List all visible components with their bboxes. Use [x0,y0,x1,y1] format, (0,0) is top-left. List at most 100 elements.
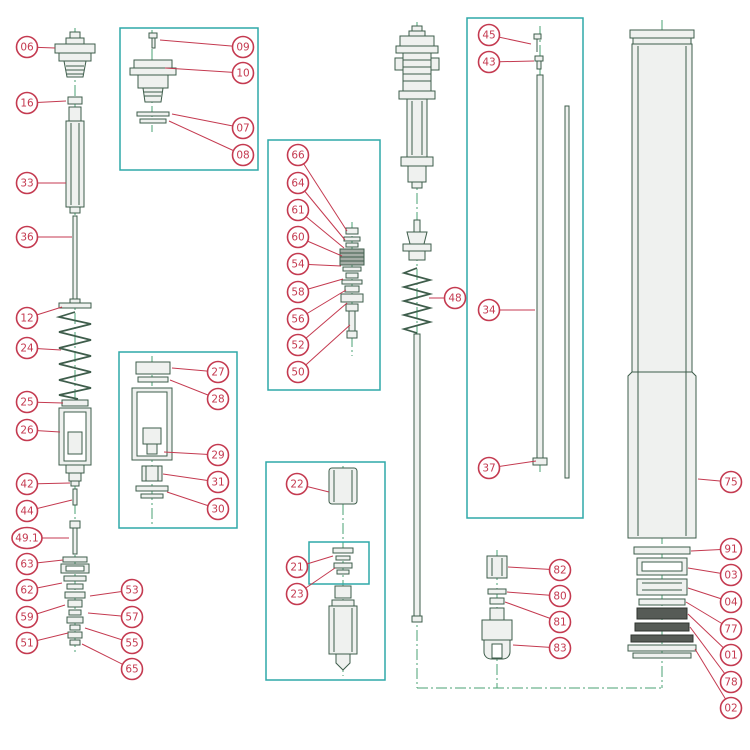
callout-label-64: 64 [291,178,305,190]
callout-08 [231,143,255,167]
callout-label-36: 36 [20,232,34,244]
callout-label-10: 10 [236,68,249,80]
callout-label-48: 48 [448,293,461,305]
leader-line-78 [689,626,732,683]
callout-34 [477,298,501,322]
callout-63 [15,552,39,576]
callout-45 [477,23,501,47]
group-box [265,461,386,681]
callout-label-42: 42 [20,479,33,491]
callout-56 [286,307,310,331]
callout-label-80: 80 [553,591,566,603]
callout-label-81: 81 [553,617,566,629]
callout-label-51: 51 [20,638,33,650]
callout-28 [206,387,230,411]
leader-line-08 [168,120,244,156]
callouts-layer: 0616333612242526424449.16362595153575565… [11,23,743,720]
damper-assembly-drawing [394,25,440,189]
leader-line-09 [159,39,244,48]
callout-label-66: 66 [291,150,305,162]
callout-58 [286,280,310,304]
callout-42 [15,472,39,496]
callout-label-63: 63 [20,559,33,571]
callout-23 [285,582,309,606]
fork-cap-drawing [54,31,96,78]
callout-label-54: 54 [291,259,305,271]
callout-29 [206,443,230,467]
callout-07 [231,116,255,140]
callout-52 [286,333,310,357]
damper-tube-drawing [65,106,85,214]
callout-label-23: 23 [290,589,303,601]
callout-83 [548,636,572,660]
seal-stack-drawing [627,546,697,659]
leader-line-07 [171,113,244,129]
leader-line-64 [297,182,346,241]
callout-16 [15,91,39,115]
cylinder-subassembly-drawing [131,361,173,499]
callout-26 [15,418,39,442]
callout-label-03: 03 [724,570,737,582]
callout-91 [719,537,743,561]
callout-label-58: 58 [291,287,304,299]
small-parts-drawing [69,480,81,555]
callout-59 [15,605,39,629]
callout-12 [15,306,39,330]
callout-label-28: 28 [211,394,224,406]
cartridge-drawing [58,407,92,482]
callout-label-09: 09 [236,42,249,54]
callout-49.1 [11,526,43,550]
callout-label-21: 21 [290,562,303,574]
callout-10 [231,61,255,85]
callout-82 [548,558,572,582]
callout-31 [206,470,230,494]
callout-label-60: 60 [291,232,304,244]
callout-label-61: 61 [291,205,304,217]
damper-rod-drawing [411,333,423,623]
callout-25 [15,390,39,414]
callout-label-12: 12 [20,313,33,325]
callout-64 [286,171,310,195]
piston-assembly-drawing [402,219,432,261]
callout-77 [719,617,743,641]
callout-label-65: 65 [125,664,138,676]
push-rod-drawing [72,215,78,303]
callout-label-56: 56 [291,314,305,326]
callout-30 [206,497,230,521]
callout-label-82: 82 [553,565,566,577]
callout-04 [719,590,743,614]
callout-06 [15,35,39,59]
callout-50 [286,360,310,384]
callout-03 [719,563,743,587]
leader-line-10 [164,67,244,74]
main-spring-drawing [55,311,92,400]
callout-label-50: 50 [291,367,304,379]
callout-62 [15,578,39,602]
callout-label-06: 06 [20,42,34,54]
callout-label-78: 78 [724,677,737,689]
callout-label-55: 55 [125,638,138,650]
cap-subassembly-drawing [129,32,177,124]
callout-label-59: 59 [20,612,33,624]
callout-label-31: 31 [211,477,224,489]
bushing-drawing [67,96,83,105]
callout-label-91: 91 [724,544,737,556]
rebound-spring-drawing [400,267,434,334]
callout-label-49.1: 49.1 [15,533,38,545]
leader-line-66 [297,154,348,232]
callout-label-25: 25 [20,397,33,409]
valve-stack-drawing [339,227,365,339]
spring-seat-drawing [61,399,89,407]
callout-label-62: 62 [20,585,33,597]
callout-57 [120,605,144,629]
leader-line-50 [297,324,351,373]
callout-02 [719,696,743,720]
callout-78 [719,670,743,694]
callout-label-24: 24 [20,343,34,355]
callout-label-44: 44 [20,506,34,518]
callout-label-34: 34 [482,305,496,317]
group-box [119,27,259,171]
callout-label-04: 04 [724,597,738,609]
callout-label-02: 02 [724,703,737,715]
